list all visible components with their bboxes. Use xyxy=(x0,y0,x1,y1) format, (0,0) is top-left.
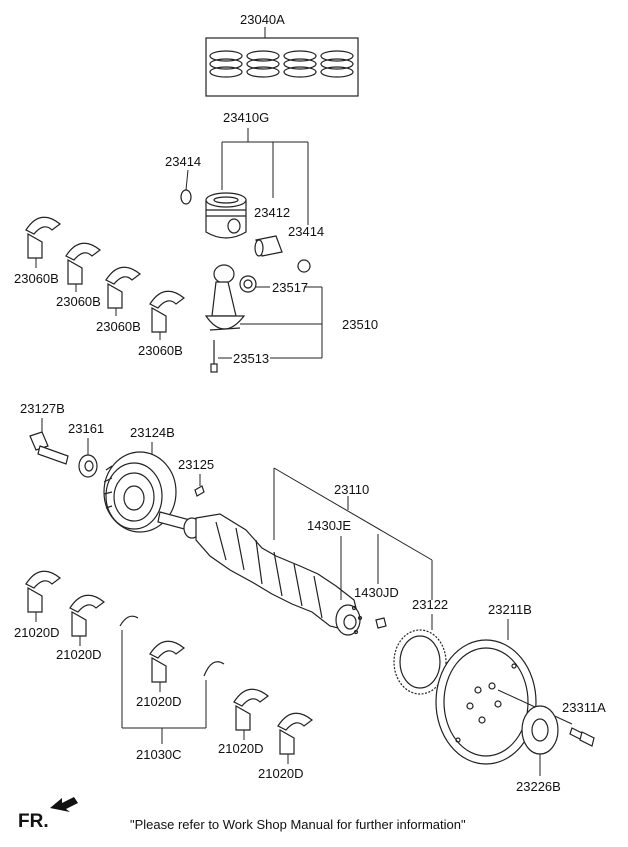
arrow-icon xyxy=(50,797,78,812)
label-crankshaft: 23110 xyxy=(334,482,369,497)
piston-assy-leaders xyxy=(185,128,309,225)
plate-bolt[interactable] xyxy=(569,727,595,747)
label-piston-pin: 23412 xyxy=(254,205,290,220)
label-key: 23125 xyxy=(178,457,214,472)
direction-label: FR. xyxy=(18,811,49,832)
label-ring-gear: 23122 xyxy=(412,597,448,612)
label-plug-je: 1430JE xyxy=(307,518,351,533)
label-damper-pulley: 23124B xyxy=(130,425,175,440)
thrust-washer-right[interactable] xyxy=(203,661,225,677)
label-conrod-bearing-1: 23060B xyxy=(14,271,59,286)
damper-pulley[interactable] xyxy=(103,451,177,533)
label-conrod: 23510 xyxy=(342,317,378,332)
label-snap-ring-left: 23414 xyxy=(165,154,201,169)
label-plate-bolt: 23311A xyxy=(562,700,606,715)
label-plug-jd: 1430JD xyxy=(354,585,399,600)
label-main-bearing-2: 21020D xyxy=(56,647,102,662)
plug-jd[interactable] xyxy=(375,617,387,629)
piston-pin[interactable] xyxy=(254,235,283,257)
label-main-bearing-1: 21020D xyxy=(14,625,60,640)
washer[interactable] xyxy=(78,454,98,478)
pulley-bolt[interactable] xyxy=(29,431,69,465)
label-main-bearing-5: 21020D xyxy=(258,766,304,781)
snap-ring-right[interactable] xyxy=(297,259,311,273)
label-conrod-bearing-3: 23060B xyxy=(96,319,141,334)
label-piston-rings: 23040A xyxy=(240,12,285,27)
conrod-bearing-1[interactable] xyxy=(25,216,61,259)
label-conrod-bolt: 23513 xyxy=(233,351,269,366)
drive-plate[interactable] xyxy=(435,639,537,765)
conrod-bearing-4[interactable] xyxy=(149,290,185,333)
label-main-bearing-4: 21020D xyxy=(218,741,264,756)
label-conrod-bearing-2: 23060B xyxy=(56,294,101,309)
label-pulley-bolt: 23127B xyxy=(20,401,65,416)
conrod-leaders xyxy=(218,286,323,359)
footer-note: "Please refer to Work Shop Manual for fu… xyxy=(130,817,466,832)
label-main-bearing-3: 21020D xyxy=(136,694,182,709)
snap-ring-left[interactable] xyxy=(180,189,192,205)
label-snap-ring-right: 23414 xyxy=(288,224,324,239)
conrod-bearing-3[interactable] xyxy=(105,266,141,309)
conrod-bushing[interactable] xyxy=(239,275,257,293)
conrod[interactable] xyxy=(204,264,246,331)
main-bearing-3[interactable] xyxy=(149,640,185,683)
piston[interactable] xyxy=(205,192,247,239)
ring-gear[interactable] xyxy=(393,629,447,695)
crankshaft[interactable] xyxy=(157,511,363,636)
thrust-washer-left[interactable] xyxy=(119,615,139,627)
main-bearing-2[interactable] xyxy=(69,594,105,637)
label-thrust-washer: 21030C xyxy=(136,747,182,762)
thrust-washer-leaders xyxy=(121,630,207,744)
key[interactable] xyxy=(194,485,205,497)
adapter-plate[interactable] xyxy=(521,705,559,755)
piston-ring-set[interactable] xyxy=(205,27,359,97)
label-conrod-bushing: 23517 xyxy=(272,280,308,295)
label-washer: 23161 xyxy=(68,421,104,436)
conrod-bolt[interactable] xyxy=(210,340,218,373)
crankshaft-leaders xyxy=(273,467,433,600)
label-conrod-bearing-4: 23060B xyxy=(138,343,183,358)
main-bearing-5[interactable] xyxy=(277,712,313,755)
label-piston-assy: 23410G xyxy=(223,110,269,125)
label-adapter-plate: 23226B xyxy=(516,779,561,794)
label-drive-plate: 23211B xyxy=(488,602,532,617)
conrod-bearing-2[interactable] xyxy=(65,242,101,285)
main-bearing-4[interactable] xyxy=(233,688,269,731)
main-bearing-1[interactable] xyxy=(25,570,61,613)
